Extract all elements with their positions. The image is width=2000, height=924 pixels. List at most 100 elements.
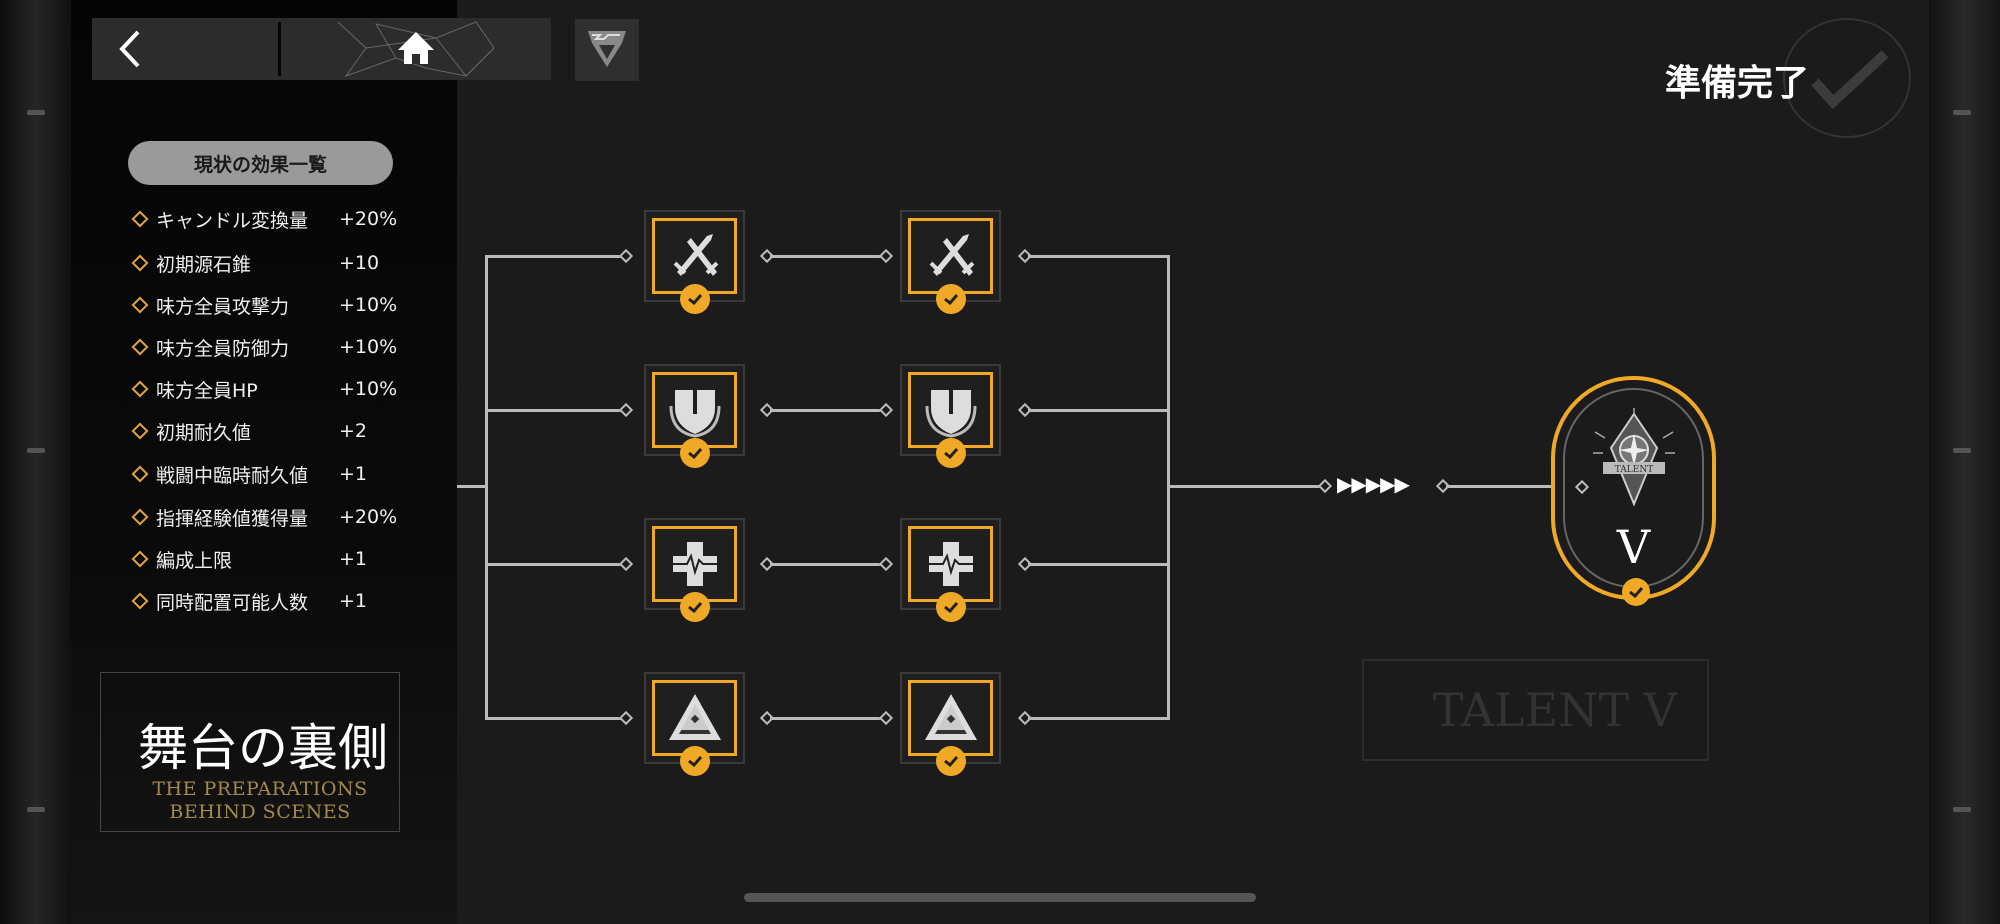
emblem-button[interactable] (575, 19, 639, 81)
effect-item: 指揮経験値獲得量+20% (130, 502, 397, 532)
stage-subtitle-1: THE PREPARATIONS (152, 778, 368, 800)
effect-label: 初期耐久値 (156, 421, 252, 444)
connector-line (485, 409, 623, 412)
connector-dot (878, 556, 894, 572)
effect-item: 味方全員防御力+10% (130, 332, 397, 362)
connector-line (485, 563, 623, 566)
node-frame (908, 372, 993, 448)
effect-item: 戦闘中臨時耐久値 +1 (130, 459, 367, 489)
frame-mark (27, 110, 45, 115)
stage-title-frame (100, 672, 400, 832)
check-mark-decoration-icon (1811, 50, 1889, 110)
talent-node-1-1[interactable] (644, 210, 745, 314)
diamond-icon (131, 422, 149, 440)
check-icon (1629, 587, 1644, 598)
nav-bar (92, 18, 551, 80)
node-frame (652, 680, 737, 756)
effect-label: 編成上限 (156, 549, 233, 572)
effects-title: 現状の効果一覧 (128, 141, 393, 185)
shield-icon (669, 390, 720, 438)
connector-dot (618, 710, 634, 726)
talent-numeral: V (1616, 520, 1651, 574)
connector-line (1446, 485, 1580, 488)
back-button[interactable] (110, 26, 160, 72)
home-button[interactable] (336, 18, 496, 80)
effect-value: +10 (339, 252, 380, 274)
talent-node-4-1[interactable] (644, 672, 745, 776)
effect-value: +2 (339, 420, 368, 442)
effect-value: +20% (339, 506, 398, 528)
effect-label: 同時配置可能人数 (156, 591, 309, 614)
diamond-icon (131, 380, 149, 398)
check-icon (688, 602, 703, 613)
connector-line (485, 255, 623, 258)
medical-cross-icon (928, 542, 973, 586)
connector-dot (618, 402, 634, 418)
chevron-left-icon (119, 30, 140, 68)
effect-value: +10% (339, 378, 398, 400)
effect-value: +10% (339, 294, 398, 316)
talent-emblem-icon: TALENT (1593, 408, 1675, 507)
medical-cross-icon (672, 542, 717, 586)
connector-line (1028, 409, 1168, 412)
connector-line (770, 409, 884, 412)
connector-line (1028, 717, 1168, 720)
talent-node-1-2[interactable] (900, 210, 1001, 314)
check-badge (936, 746, 966, 776)
node-frame (908, 526, 993, 602)
stage-subtitle-2: BEHIND SCENES (169, 801, 351, 823)
check-badge (680, 438, 710, 468)
svg-text:TALENT: TALENT (1615, 465, 1653, 475)
diamond-icon (131, 338, 149, 356)
effect-item: 初期源石錐 +10 (130, 248, 379, 278)
effect-label: 初期源石錐 (156, 253, 252, 276)
effect-item: 味方全員HP +10% (130, 374, 397, 404)
check-icon (944, 294, 959, 305)
connector-line (770, 563, 884, 566)
diamond-icon (131, 210, 149, 228)
home-icon (337, 21, 495, 78)
diamond-icon (131, 296, 149, 314)
left-frame (0, 0, 71, 924)
node-frame (908, 680, 993, 756)
crossed-swords-icon (929, 234, 974, 276)
effect-item: キャンドル変換量+20% (130, 204, 397, 234)
connector-line (1028, 255, 1168, 258)
effect-item: 初期耐久値 +2 (130, 416, 367, 446)
ready-button[interactable]: 準備完了 (1665, 63, 1810, 104)
connector-line (485, 255, 488, 720)
effect-label: 味方全員攻撃力 (156, 295, 290, 318)
stage-title: 舞台の裏側 (138, 719, 388, 777)
connector-dot (878, 402, 894, 418)
connector-dot (878, 710, 894, 726)
talent-node-3-2[interactable] (900, 518, 1001, 622)
talent-node-2-1[interactable] (644, 364, 745, 468)
frame-mark (1953, 448, 1971, 453)
check-icon (688, 448, 703, 459)
check-badge (680, 746, 710, 776)
effect-label: 戦闘中臨時耐久値 (156, 464, 309, 487)
talent-node-2-2[interactable] (900, 364, 1001, 468)
talent-node-4-2[interactable] (900, 672, 1001, 776)
frame-mark (27, 448, 45, 453)
triangle-icon (668, 694, 721, 740)
ready-circle-decoration (1783, 18, 1911, 138)
nav-divider (278, 22, 281, 76)
home-indicator[interactable] (744, 893, 1256, 902)
node-frame (652, 218, 737, 294)
right-frame (1929, 0, 2000, 924)
check-icon (688, 294, 703, 305)
effect-item: 編成上限+1 (130, 544, 367, 574)
frame-mark (27, 807, 45, 812)
connector-line (485, 717, 623, 720)
crossed-swords-icon (673, 234, 718, 276)
talent-node-3-1[interactable] (644, 518, 745, 622)
effect-item: 同時配置可能人数+1 (130, 586, 367, 616)
check-icon (944, 756, 959, 767)
effect-value: +1 (339, 463, 368, 485)
effect-label: 味方全員HP (156, 379, 258, 402)
diamond-icon (131, 550, 149, 568)
check-badge (936, 438, 966, 468)
connector-line (770, 717, 884, 720)
progress-arrows: ▶▶▶▶▶ (1337, 472, 1410, 496)
